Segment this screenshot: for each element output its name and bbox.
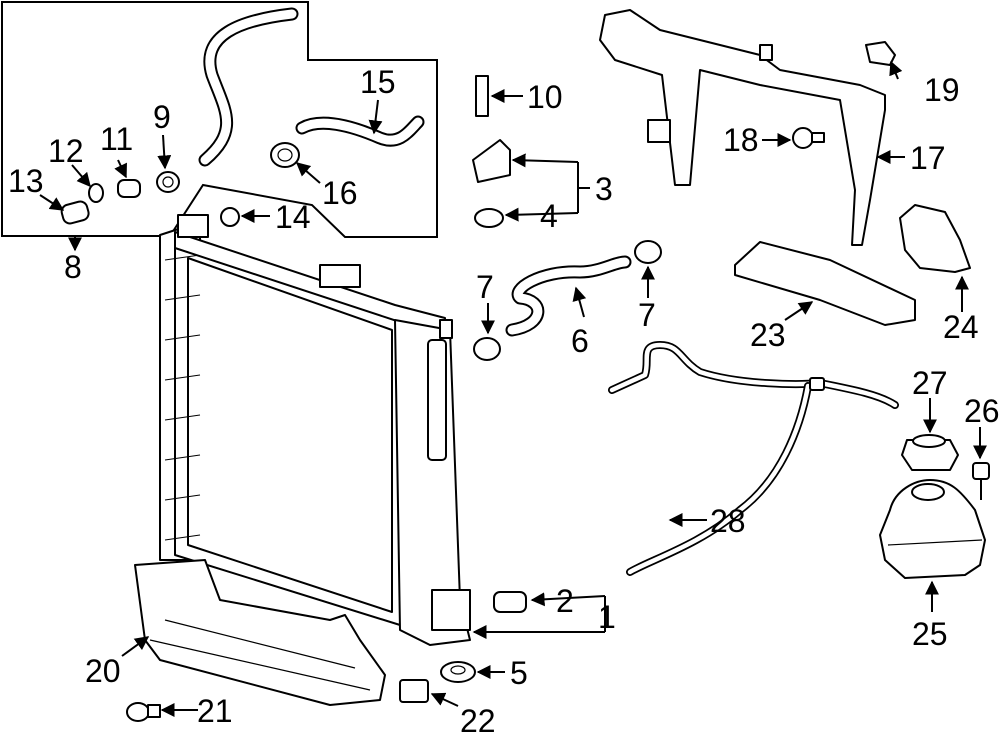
- callout-19: 19: [924, 72, 960, 108]
- callout-3: 3: [595, 171, 613, 207]
- callout-13: 13: [8, 163, 44, 199]
- callout-4: 4: [540, 198, 558, 234]
- insulator-4: [474, 208, 504, 228]
- callout-9: 9: [153, 99, 171, 135]
- clamp-7-left: [473, 337, 501, 361]
- coolant-reservoir-25: [879, 479, 986, 579]
- callout-24: 24: [943, 309, 979, 345]
- reservoir-cap-27: [901, 434, 959, 471]
- callout-12: 12: [48, 133, 84, 169]
- callout-25: 25: [912, 616, 948, 652]
- bracket-3: [472, 139, 511, 183]
- upper-tie-bar: [599, 9, 886, 246]
- callout-17: 17: [910, 140, 946, 176]
- callout-18: 18: [723, 122, 759, 158]
- callout-21: 21: [197, 693, 233, 729]
- bolt-18: [792, 127, 825, 149]
- callout-20: 20: [85, 653, 121, 689]
- callout-1: 1: [598, 599, 616, 635]
- callout-7a: 7: [476, 269, 494, 305]
- bolt-26: [972, 462, 990, 500]
- clip-22: [399, 679, 429, 703]
- clip-19: [865, 41, 896, 66]
- callout-23: 23: [750, 317, 786, 353]
- callout-15: 15: [360, 64, 396, 100]
- callout-5: 5: [510, 655, 528, 691]
- callout-labels: 1 2 3 4 5 6 7 7 8 9 10 11 12 13 14 15 16…: [8, 64, 1000, 739]
- callout-16: 16: [322, 175, 358, 211]
- leader-lines: [39, 60, 987, 717]
- drain-plug-2: [493, 591, 527, 613]
- grommet-5: [440, 661, 476, 683]
- callout-11: 11: [100, 121, 133, 157]
- lower-air-deflector: [134, 559, 386, 706]
- callout-10: 10: [527, 79, 563, 115]
- bracket-10: [475, 75, 489, 117]
- callout-26: 26: [964, 393, 1000, 429]
- air-baffle-23: [734, 241, 916, 326]
- callout-27: 27: [912, 365, 948, 401]
- callout-2: 2: [556, 583, 574, 619]
- callout-8: 8: [64, 249, 82, 285]
- callout-7b: 7: [638, 297, 656, 333]
- air-guide-24: [899, 204, 971, 273]
- clamp-7-right: [634, 240, 662, 264]
- callout-22: 22: [460, 703, 496, 739]
- push-pin-21: [126, 702, 161, 722]
- callout-6: 6: [571, 323, 589, 359]
- hose-kit-inset: [1, 1, 438, 238]
- radiator: [159, 207, 471, 646]
- callout-14: 14: [275, 199, 311, 235]
- callout-28: 28: [710, 503, 746, 539]
